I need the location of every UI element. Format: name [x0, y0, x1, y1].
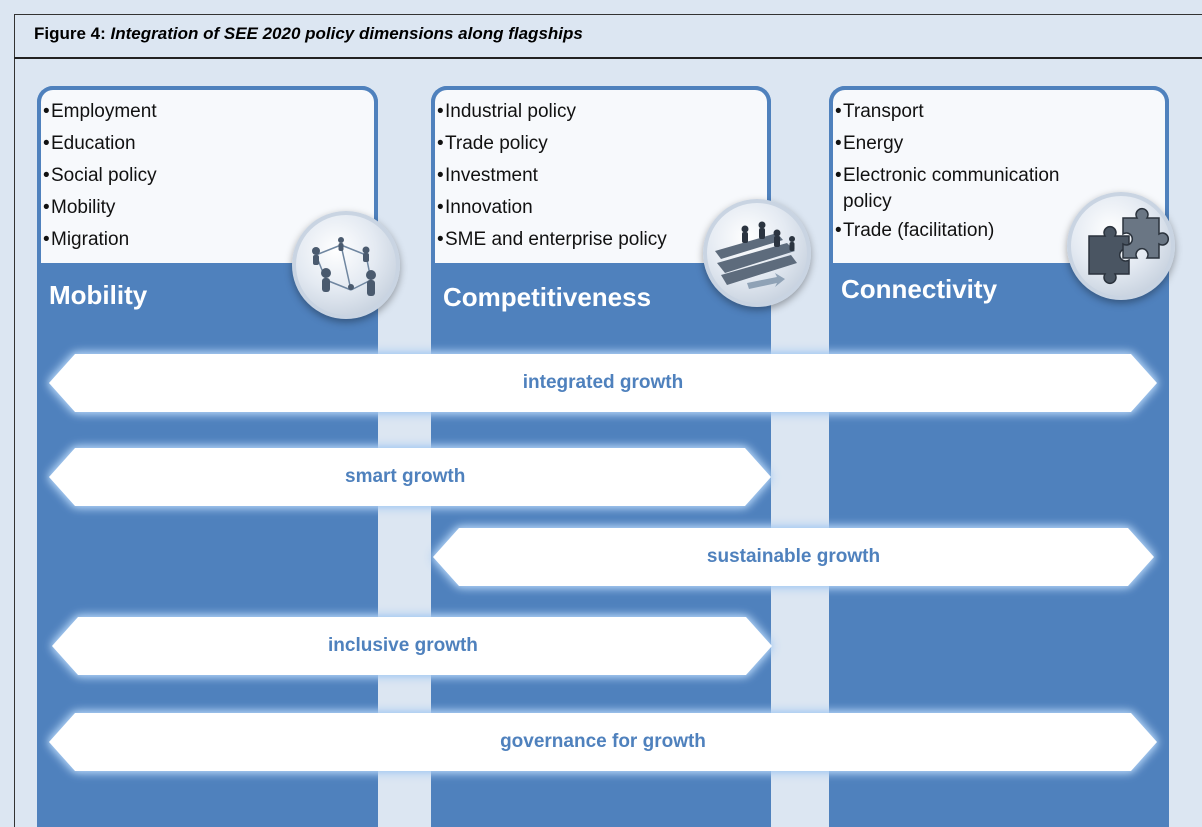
arrow-label: smart growth	[345, 466, 466, 487]
figure-frame	[14, 14, 1202, 827]
flagship-title-connectivity: Connectivity	[841, 274, 998, 304]
policy-item: •Energy	[835, 133, 904, 154]
arrow-shape	[52, 617, 772, 675]
arrow-shape	[49, 354, 1157, 412]
runners-race-icon	[703, 199, 811, 307]
growth-arrow-smart: smart growth	[49, 448, 771, 506]
policy-list-mobility: •Employment •Education •Social policy •M…	[41, 90, 374, 256]
policy-item: •Trade (facilitation)	[835, 220, 995, 241]
policy-item: •Industrial policy	[437, 101, 576, 122]
title-rule	[14, 57, 1202, 59]
policy-list-connectivity: •Transport •Energy •Electronic communica…	[833, 90, 1165, 247]
flagship-title-competitiveness: Competitiveness	[443, 282, 652, 312]
policy-item: •Social policy	[43, 165, 157, 186]
flagship-column-connectivity: •Transport •Energy •Electronic communica…	[829, 86, 1175, 827]
puzzle-pieces-icon	[1067, 192, 1175, 300]
policy-item: •Employment	[43, 101, 157, 122]
policy-item: •Education	[43, 133, 136, 154]
arrow-label: sustainable growth	[706, 546, 881, 567]
growth-arrow-governance: governance for growth	[49, 713, 1157, 771]
people-network-icon	[292, 211, 400, 319]
figure-label: Figure 4:	[34, 24, 106, 43]
policy-item: •Trade policy	[437, 133, 548, 154]
policy-item: •Migration	[43, 229, 130, 250]
figure-caption: Integration of SEE 2020 policy dimension…	[110, 24, 583, 43]
policy-item: •Investment	[437, 165, 538, 186]
arrow-shape	[49, 713, 1157, 771]
policy-item: •Innovation	[437, 197, 533, 218]
growth-arrow-integrated: integrated growth	[49, 354, 1157, 412]
policy-list-competitiveness: •Industrial policy •Trade policy •Invest…	[435, 90, 767, 256]
growth-arrow-sustainable: sustainable growth	[433, 528, 1154, 586]
arrow-shape	[433, 528, 1154, 586]
arrow-shape	[49, 448, 771, 506]
policy-item: •Transport	[835, 101, 924, 122]
arrow-label: governance for growth	[500, 731, 706, 752]
arrow-label: integrated growth	[522, 372, 684, 393]
figure-title: Figure 4: Integration of SEE 2020 policy…	[34, 24, 583, 44]
growth-arrow-inclusive: inclusive growth	[52, 617, 772, 675]
arrow-label: inclusive growth	[328, 635, 478, 656]
policy-item: •SME and enterprise policy	[437, 229, 667, 250]
flagship-title-mobility: Mobility	[49, 280, 148, 310]
policy-item: •Mobility	[43, 197, 116, 218]
